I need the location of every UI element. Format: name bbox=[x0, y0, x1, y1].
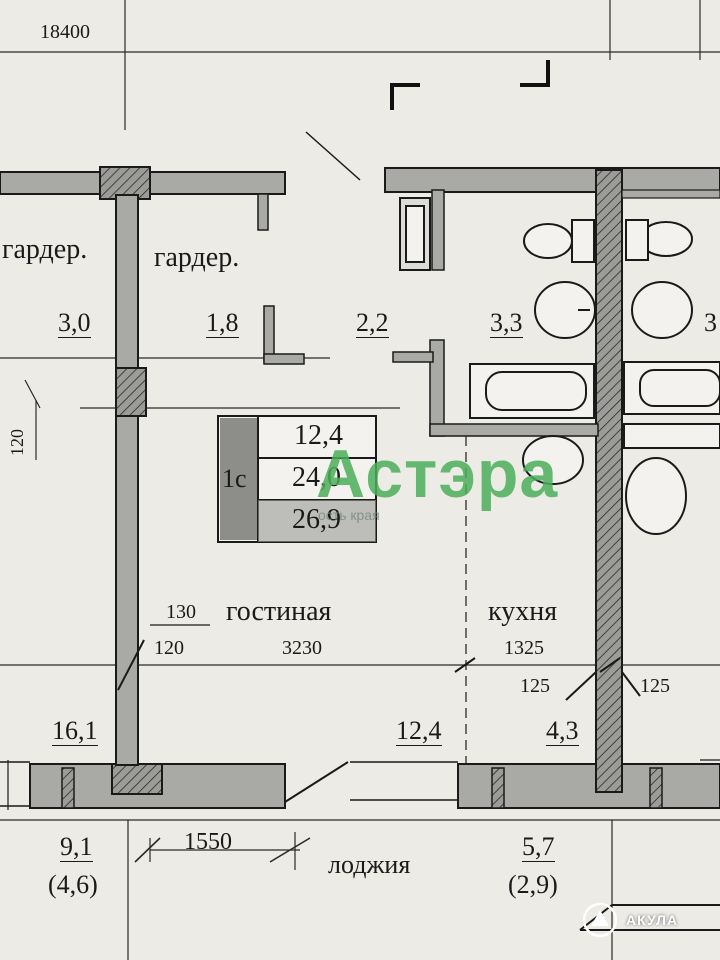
apartment-total-with-loggia: 26,9 bbox=[292, 504, 341, 535]
watermark-tagline: ость края bbox=[318, 507, 380, 523]
dimension-wall-130: 130 bbox=[166, 601, 196, 623]
apartment-living-area: 12,4 bbox=[294, 420, 343, 451]
area-loggia-left: 9,1 bbox=[60, 832, 93, 862]
area-wardrobe-left: 3,0 bbox=[58, 308, 91, 338]
exterior-walls bbox=[0, 166, 720, 810]
dimension-kitchen-width: 1325 bbox=[504, 637, 544, 659]
watermark-astera: Астэра bbox=[316, 436, 559, 512]
area-loggia-left-reduced: (4,6) bbox=[48, 870, 98, 899]
dimension-wall-120: 120 bbox=[154, 637, 184, 659]
room-label-living: гостиная bbox=[226, 596, 332, 627]
area-bathroom: 3,3 bbox=[490, 308, 523, 338]
plumbing-fixtures bbox=[399, 197, 720, 535]
corner-marks bbox=[390, 60, 550, 110]
interior-walls bbox=[115, 131, 720, 793]
akula-watermark: АКУЛА bbox=[582, 902, 678, 938]
area-living: 12,4 bbox=[396, 716, 442, 746]
room-label-loggia: лоджия bbox=[328, 850, 411, 879]
dimension-left-vertical: 120 bbox=[7, 429, 27, 456]
room-label-wardrobe-right: гардер. bbox=[154, 242, 240, 273]
shark-logo-icon bbox=[582, 902, 618, 938]
area-hall: 2,2 bbox=[356, 308, 389, 338]
dimension-wall-125-right: 125 bbox=[640, 675, 670, 697]
dimension-loggia-width: 1550 bbox=[184, 829, 232, 855]
apartment-total-area: 24,0 bbox=[292, 462, 341, 493]
area-kitchen: 4,3 bbox=[546, 716, 579, 746]
akula-text: АКУЛА bbox=[626, 912, 679, 928]
area-bathroom-right-partial: 3 bbox=[704, 308, 717, 337]
room-label-kitchen: кухня bbox=[488, 596, 558, 627]
dimension-top: 18400 bbox=[40, 21, 90, 43]
area-wardrobe-right: 1,8 bbox=[206, 308, 239, 338]
dimension-marks bbox=[117, 624, 641, 701]
area-loggia-right-reduced: (2,9) bbox=[508, 870, 558, 899]
dimension-wall-125-left: 125 bbox=[520, 675, 550, 697]
area-loggia-right: 5,7 bbox=[522, 832, 555, 862]
apartment-type: 1с bbox=[222, 464, 247, 493]
dimension-living-width: 3230 bbox=[282, 637, 322, 659]
area-left-room: 16,1 bbox=[52, 716, 98, 746]
room-label-wardrobe-left: гардер. bbox=[2, 234, 88, 265]
apartment-area-box bbox=[217, 415, 377, 543]
